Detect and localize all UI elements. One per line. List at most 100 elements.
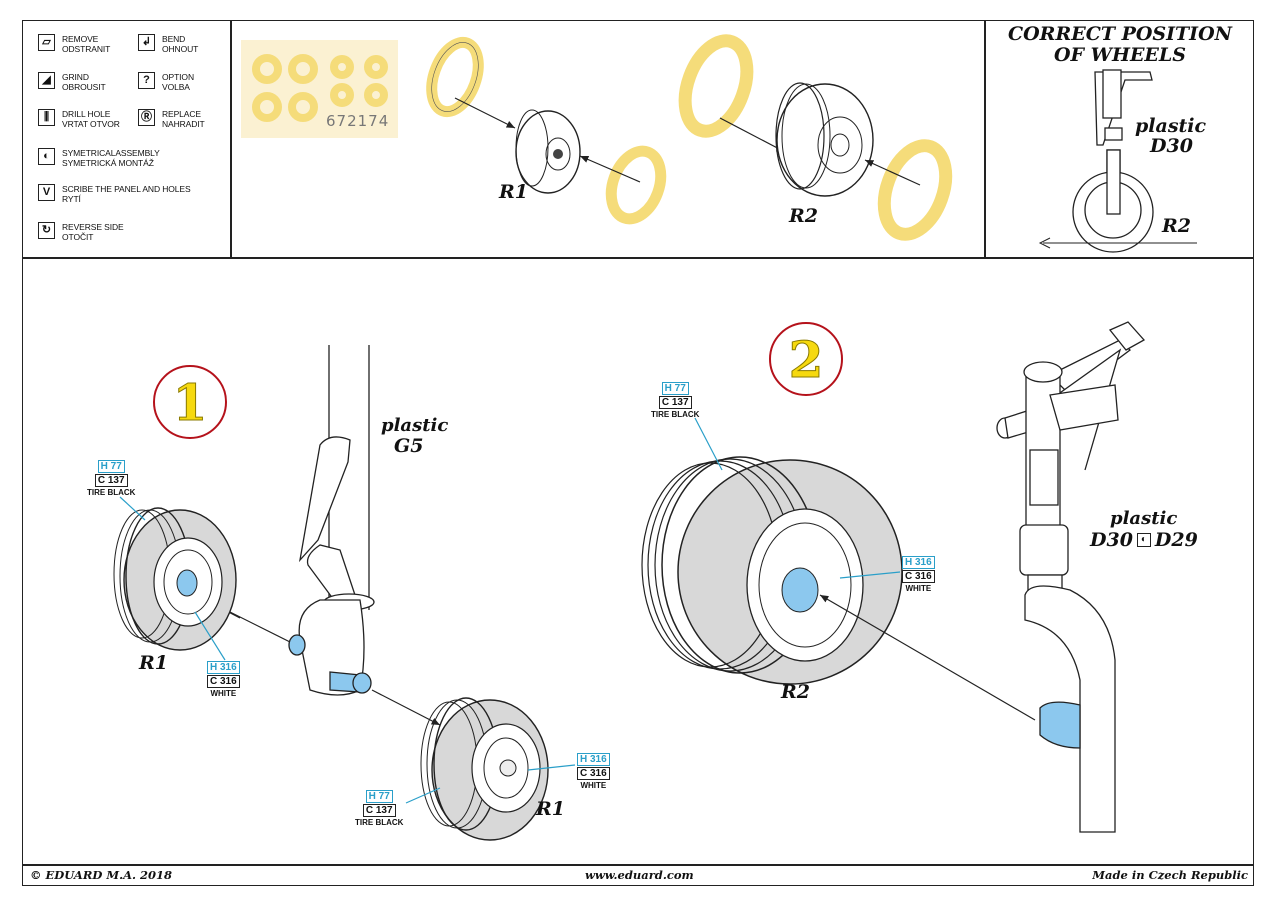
hobby-color-code: H 316: [577, 753, 610, 766]
scribe-icon: V: [38, 184, 55, 201]
mask-ring-outer: [426, 36, 484, 118]
step2-parts: D30 ◐ D29: [1090, 529, 1198, 551]
footer-website[interactable]: www.eduard.com: [585, 868, 694, 882]
position-part: D30: [1150, 135, 1193, 157]
bend-icon: ↲: [138, 34, 155, 51]
hobby-color-code: H 316: [902, 556, 935, 569]
mask-ring: [330, 55, 354, 79]
hub-paint: [176, 569, 198, 597]
legend-label-cz: SYMETRICKÁ MONTÁŽ: [62, 158, 154, 168]
footer-copyright: © EDUARD M.A. 2018: [30, 868, 173, 882]
footer-divider: [22, 864, 1254, 866]
correct-position-diagram: [1038, 69, 1197, 253]
paint-callout-hub: H 316 C 316 WHITE: [902, 556, 935, 593]
hobby-color-code: H 77: [661, 382, 689, 395]
axle: [1039, 701, 1081, 749]
symmetrical-assembly-icon: ◐: [1136, 533, 1151, 547]
step2-strut: [996, 321, 1146, 833]
mask-ring-outer: [678, 34, 754, 138]
mask-set-number: 672174: [326, 112, 390, 130]
mask-ring: [364, 55, 388, 79]
symmetrical-assembly-icon: ◐: [38, 148, 55, 165]
step-1-badge: 1: [153, 365, 227, 439]
legend-label-en: DRILL HOLE: [62, 109, 111, 119]
legend-label-en: REVERSE SIDE: [62, 222, 124, 232]
reverse-side-icon: ↻: [38, 222, 55, 239]
legend-label-cz: ODSTRANIT: [62, 44, 111, 54]
step2-part-left: D30: [1090, 529, 1133, 551]
hobby-color-code: H 77: [97, 460, 125, 473]
mask-ring-inner: [605, 145, 667, 225]
paint-callout-tire: H 77 C 137 TIRE BLACK: [651, 382, 699, 419]
step1-wheel-left: [113, 507, 237, 651]
step1-wheel-label-right: R1: [536, 798, 566, 820]
hobby-color-code: H 316: [207, 661, 240, 674]
paint-callout-tire: H 77 C 137 TIRE BLACK: [87, 460, 135, 497]
top-label-r2: R2: [789, 205, 819, 227]
legend-label-cz: OBROUSIT: [62, 82, 106, 92]
mask-rings: [252, 54, 388, 122]
mask-ring: [364, 83, 388, 107]
mask-sheet: [241, 40, 398, 138]
legend-label-cz: VOLBA: [162, 82, 190, 92]
option-icon: ?: [138, 72, 155, 89]
position-material: plastic: [1135, 115, 1207, 137]
mask-ring-inner: [877, 139, 953, 241]
color-name: TIRE BLACK: [651, 410, 700, 419]
step1-arrow-right: [371, 689, 441, 726]
legend-label-en: GRIND: [62, 72, 89, 82]
step2-wheel: [641, 456, 903, 685]
step-2-badge: 2: [769, 322, 843, 396]
top-wheel-r1: [426, 36, 667, 225]
color-name: WHITE: [210, 689, 237, 698]
legend-label-cz: NAHRADIT: [162, 119, 205, 129]
hobby-color-code: H 77: [365, 790, 393, 803]
color-name: WHITE: [905, 584, 932, 593]
legend-divider: [230, 20, 232, 258]
legend-label-en: SYMETRICALASSEMBLY: [62, 148, 160, 158]
mask-ring: [288, 54, 318, 84]
mask-ring: [252, 54, 282, 84]
legend-label-en: REMOVE: [62, 34, 99, 44]
step1-wheel-right: [420, 697, 549, 841]
color-name: WHITE: [580, 781, 607, 790]
top-wheel-r2: [678, 34, 953, 241]
color-name: TIRE BLACK: [87, 488, 136, 497]
legend-label-cz: OTOČIT: [62, 232, 94, 242]
tire: [776, 83, 874, 197]
mr-color-code: C 316: [207, 675, 240, 688]
mask-ring: [288, 92, 318, 122]
paint-callout-hub: H 316 C 316 WHITE: [207, 661, 240, 698]
mr-color-code: C 137: [658, 396, 692, 409]
axle-pin: [288, 634, 306, 656]
replace-icon: Ⓡ: [138, 109, 155, 126]
grind-icon: ◢: [38, 72, 55, 89]
mask-ring: [330, 83, 354, 107]
step1-material: plastic: [381, 415, 449, 436]
legend-label-en: SCRIBE THE PANEL AND HOLES: [62, 184, 191, 194]
step2-wheel-label: R2: [781, 681, 811, 703]
step2-material: plastic: [1110, 508, 1178, 529]
footer-origin: Made in Czech Republic: [1092, 868, 1248, 882]
header-divider: [22, 257, 1254, 259]
mr-color-code: C 137: [362, 804, 396, 817]
step2-part-right: D29: [1154, 529, 1198, 551]
legend-label-en: BEND: [162, 34, 186, 44]
hub-paint: [781, 567, 819, 613]
legend-label-cz: VRTAT OTVOR: [62, 119, 120, 129]
drill-hole-icon: ⫼: [38, 109, 55, 126]
remove-icon: ▱: [38, 34, 55, 51]
step1-part: G5: [394, 435, 424, 457]
step1-wheel-label-left: R1: [139, 652, 169, 674]
